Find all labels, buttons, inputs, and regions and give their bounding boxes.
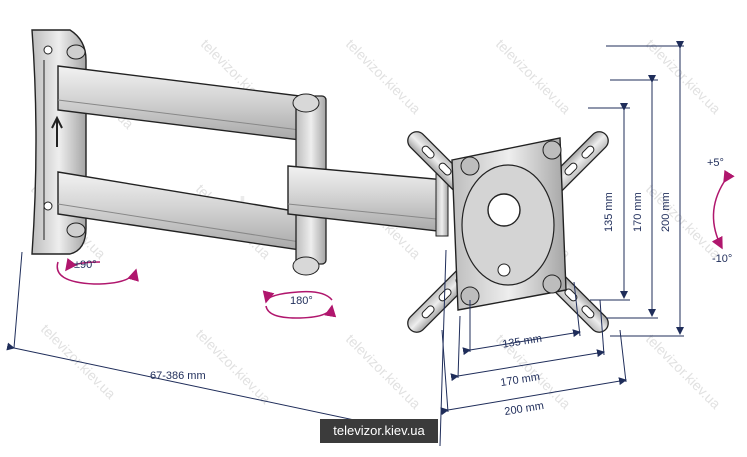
reach-label: 67-386 mm	[150, 370, 206, 382]
forearm	[287, 165, 449, 237]
width-200-label: 200 mm	[504, 400, 545, 418]
wall-swivel-indicator: ±90°	[56, 258, 139, 285]
arm-swivel-label: 180°	[290, 295, 313, 307]
tilt-down-label: -10°	[712, 253, 732, 265]
height-135-label: 135 mm	[603, 192, 615, 232]
height-170-label: 170 mm	[632, 192, 644, 232]
watermark-text: televizor.kiev.ua	[643, 181, 724, 262]
wall-plate	[31, 29, 87, 255]
watermark-text: televizor.kiev.ua	[343, 331, 424, 412]
tilt-up-label: +5°	[707, 157, 724, 169]
arm-swivel-indicator: 180°	[262, 290, 337, 319]
width-170-label: 170 mm	[500, 371, 541, 389]
lower-arm	[57, 171, 301, 251]
watermark-text: televizor.kiev.ua	[493, 36, 574, 117]
up-arrow-icon	[51, 115, 63, 147]
height-200-label: 200 mm	[660, 192, 672, 232]
wall-swivel-label: ±90°	[74, 259, 97, 271]
watermark-text: televizor.kiev.ua	[643, 331, 724, 412]
watermark-badge: televizor.kiev.ua	[320, 419, 438, 443]
tilt-indicator: +5° -10°	[707, 157, 735, 265]
upper-arm	[57, 65, 301, 141]
dimension-lines	[6, 41, 684, 447]
watermark-text: televizor.kiev.ua	[343, 36, 424, 117]
vesa-plate	[403, 127, 613, 337]
watermark-text: televizor.kiev.ua	[643, 36, 724, 117]
